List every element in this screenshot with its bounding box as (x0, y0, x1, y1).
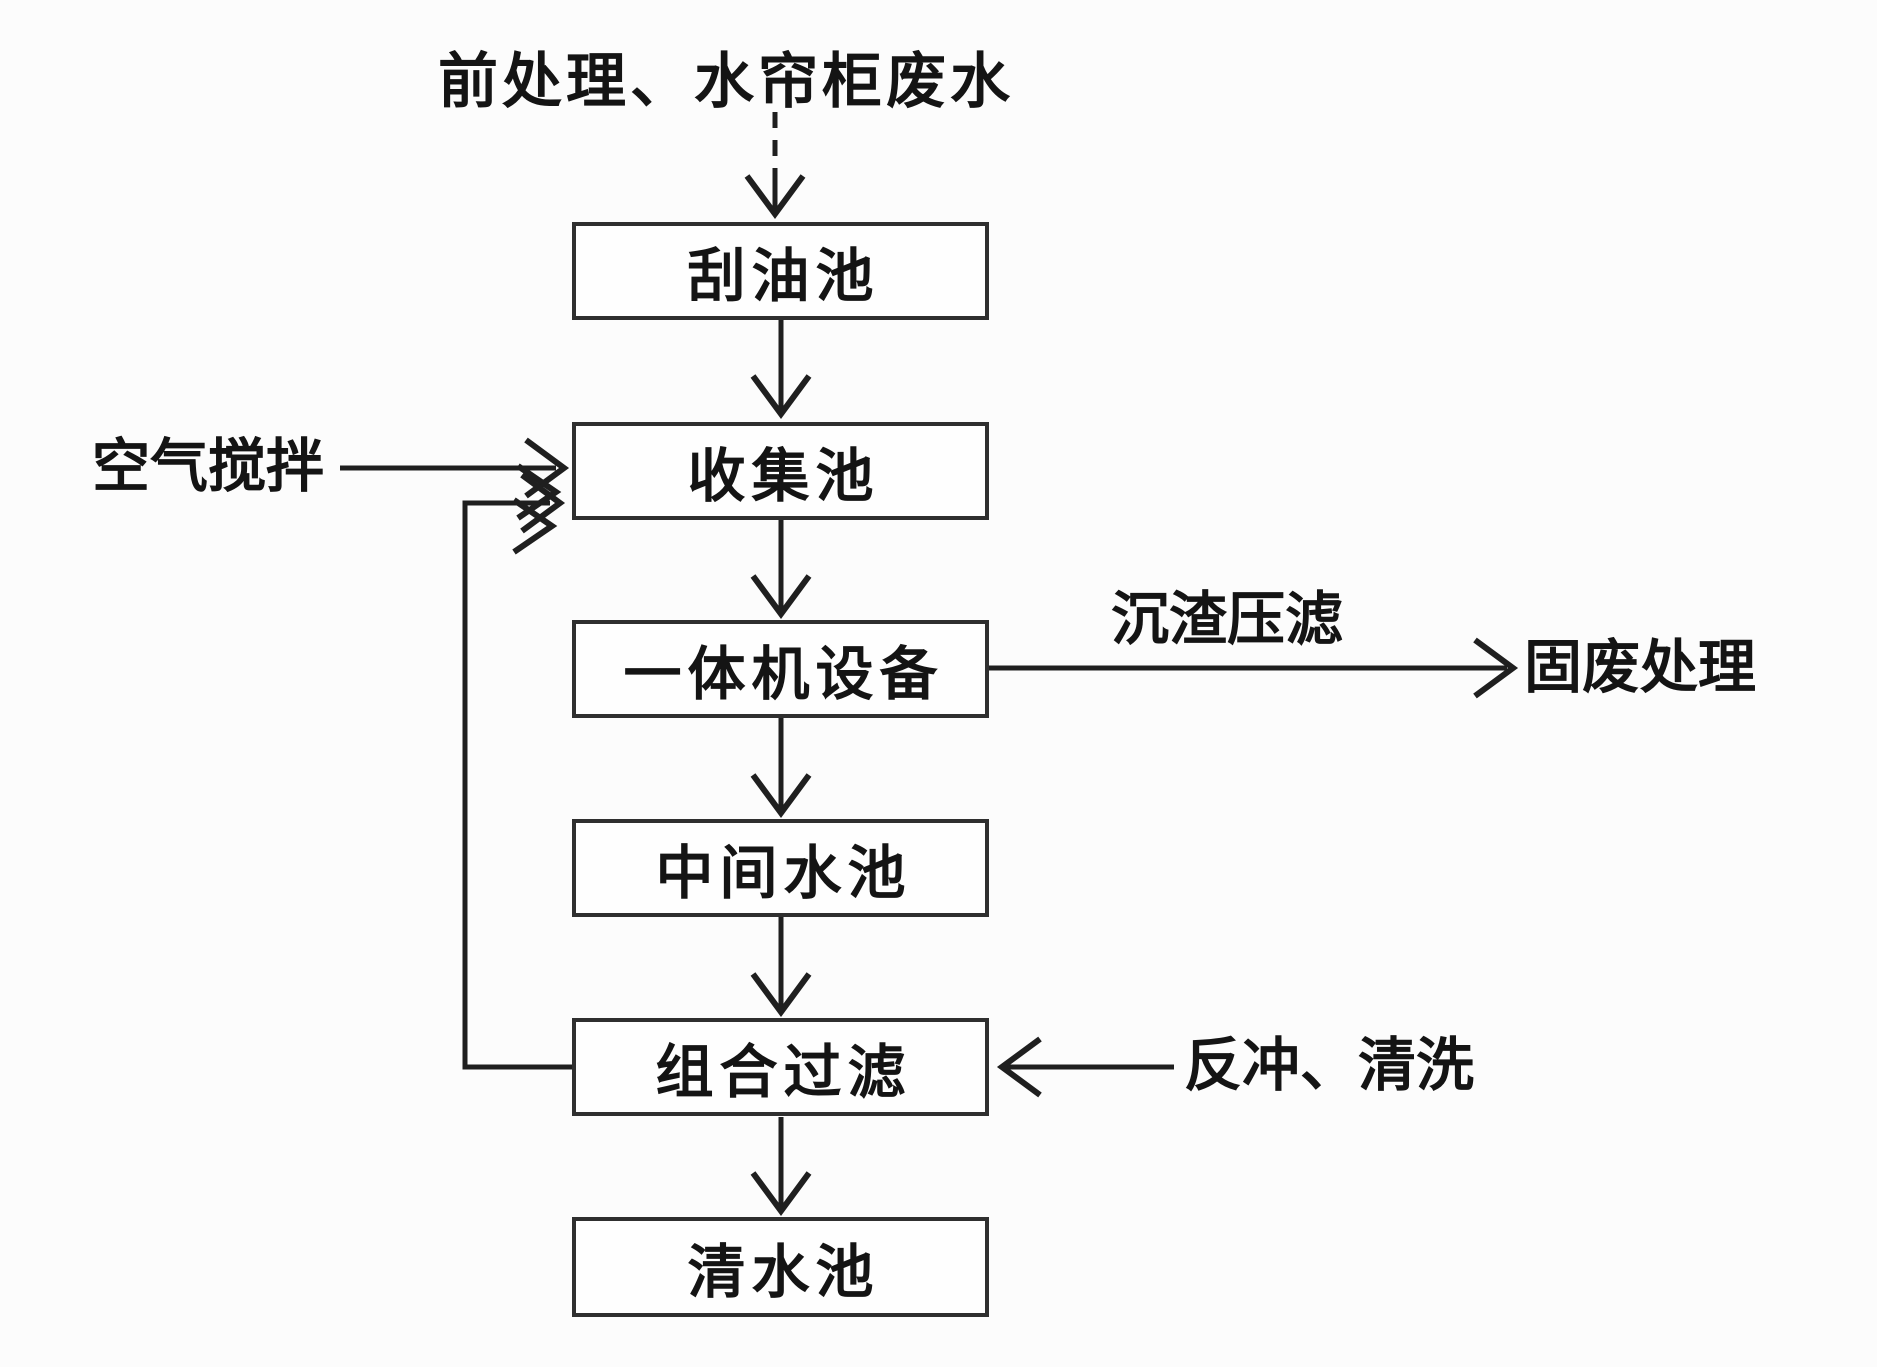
source-label: 前处理、水帘柜废水 (438, 48, 1014, 115)
solid-waste-label: 固废处理 (1524, 635, 1757, 700)
node-label-oil-scraping-tank: 刮油池 (687, 244, 880, 309)
node-collection-tank: 收集池 (572, 422, 989, 520)
node-clean-water-tank: 清水池 (572, 1217, 989, 1317)
node-aio-equipment: 一体机设备 (572, 620, 989, 718)
arrow-aio-to-intermediate (750, 718, 812, 819)
arrow-recycle-loop (462, 472, 572, 1070)
arrow-sludge-to-solid-waste (989, 637, 1519, 699)
node-label-intermediate-tank: 中间水池 (655, 841, 912, 906)
node-label-aio-equipment: 一体机设备 (623, 642, 944, 707)
backwash-clean-label: 反冲、清洗 (1184, 1033, 1475, 1098)
arrow-combined-to-clean (750, 1117, 812, 1217)
node-combined-filter: 组合过滤 (572, 1018, 989, 1116)
arrow-source-to-oil-scraping (744, 112, 806, 220)
node-intermediate-tank: 中间水池 (572, 819, 989, 917)
node-label-collection-tank: 收集池 (687, 444, 880, 509)
node-label-clean-water-tank: 清水池 (687, 1240, 880, 1305)
node-label-combined-filter: 组合过滤 (655, 1040, 912, 1105)
node-oil-scraping-tank: 刮油池 (572, 222, 989, 320)
air-agitation-label: 空气搅拌 (92, 434, 325, 499)
arrow-intermediate-to-combined (750, 917, 812, 1018)
arrow-backwash-to-combined (996, 1036, 1174, 1098)
sludge-press-label: 沉渣压滤 (1110, 587, 1343, 652)
arrow-collection-to-aio (750, 520, 812, 620)
arrow-oil-scraping-to-collection (750, 320, 812, 420)
